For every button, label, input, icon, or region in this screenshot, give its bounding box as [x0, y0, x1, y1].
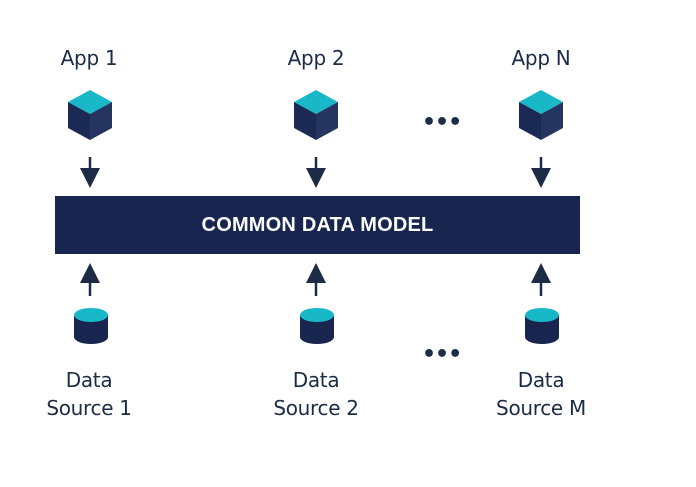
data-source-1-line2: Source 1 [46, 396, 132, 420]
apps-ellipsis: ••• [422, 110, 462, 135]
data-source-2-database-icon [300, 308, 334, 344]
data-source-m-label: Data Source M [471, 366, 611, 422]
data-source-2-line2: Source 2 [273, 396, 359, 420]
data-source-1-label: Data Source 1 [19, 366, 159, 422]
app-1-label: App 1 [60, 46, 118, 70]
app-1-cube-icon [68, 90, 112, 140]
data-source-m-database-icon [525, 308, 559, 344]
common-data-model-title: COMMON DATA MODEL [201, 213, 434, 236]
data-source-m-line2: Source M [496, 396, 586, 420]
sources-ellipsis: ••• [422, 342, 462, 367]
app-2-label: App 2 [287, 46, 345, 70]
common-data-model-band: COMMON DATA MODEL [55, 196, 580, 254]
data-source-2-line1: Data [292, 368, 340, 392]
app-n-label: App N [511, 46, 571, 70]
app-2-cube-icon [294, 90, 338, 140]
data-source-m-line1: Data [517, 368, 565, 392]
app-n-cube-icon [519, 90, 563, 140]
data-source-1-database-icon [74, 308, 108, 344]
data-source-1-line1: Data [65, 368, 113, 392]
data-source-2-label: Data Source 2 [246, 366, 386, 422]
